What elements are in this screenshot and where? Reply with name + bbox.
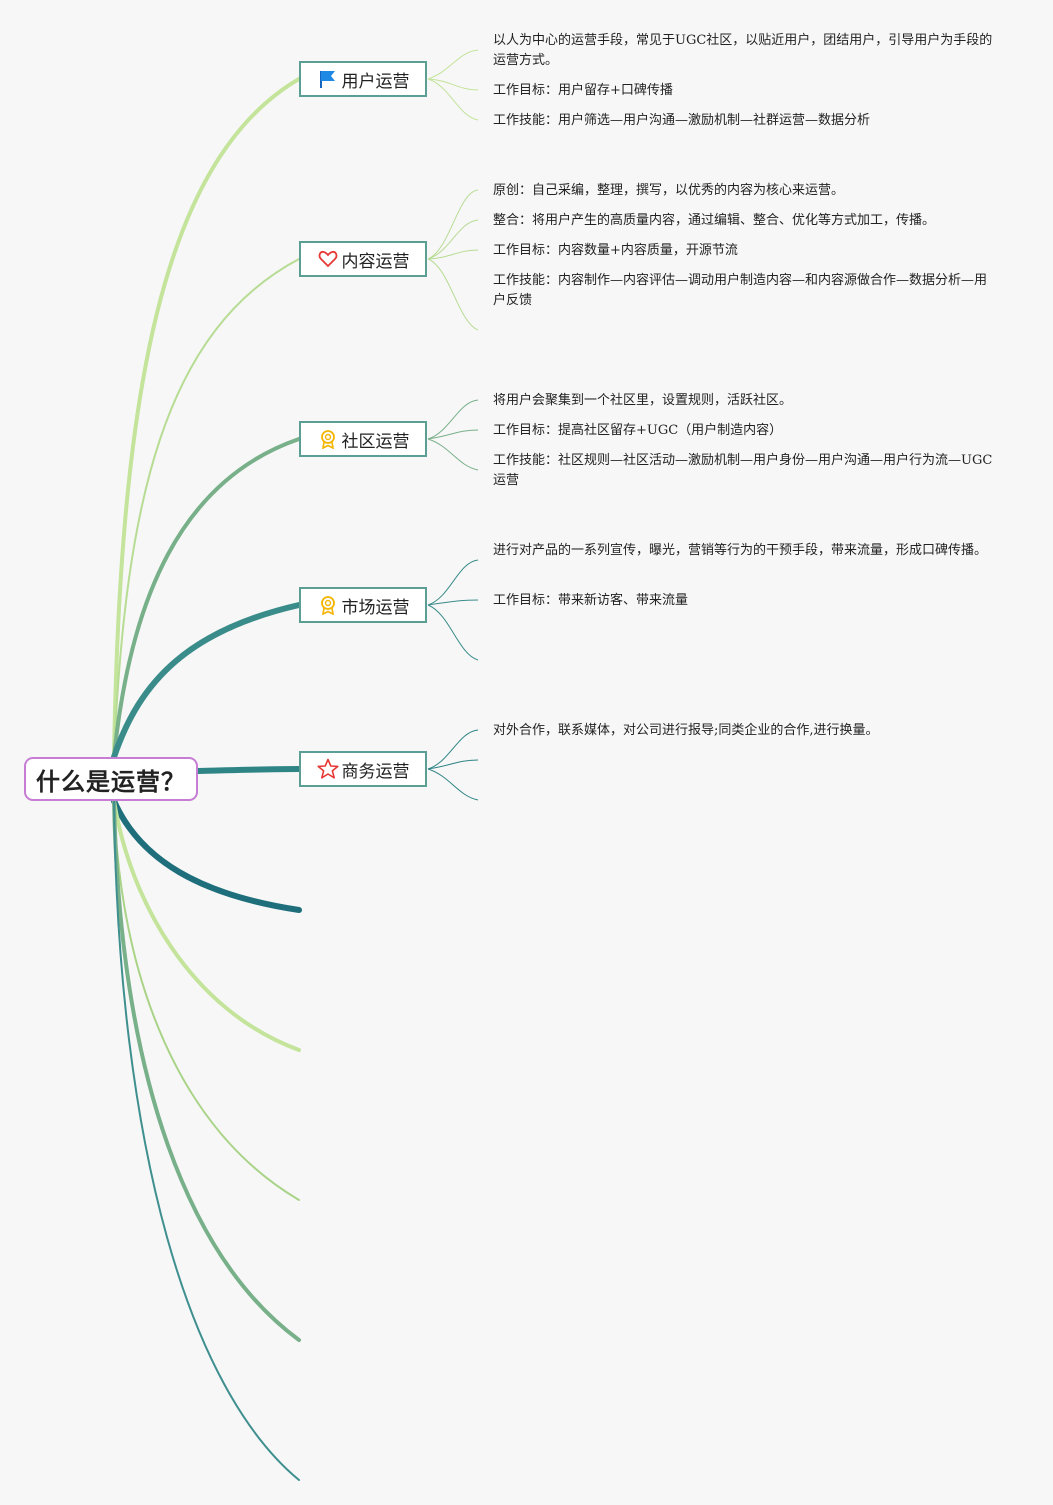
leaf-item: 将用户会聚集到一个社区里，设置规则，活跃社区。 xyxy=(493,393,793,408)
branch-label: 用户运营 xyxy=(341,71,410,92)
branch-connector-4 xyxy=(111,602,302,760)
leaf-fan-4 xyxy=(427,559,479,661)
root-title: 什么是运营？ xyxy=(36,767,186,796)
leaf-item: 以人为中心的运营手段，常见于UGC社区，以贴近用户，团结用户，引导用户为手段的运… xyxy=(493,33,993,68)
empty-connector-1 xyxy=(111,798,302,913)
leaf-item: 对外合作，联系媒体，对公司进行报导;同类企业的合作,进行换量。 xyxy=(493,723,879,738)
branch-market-operation[interactable]: 市场运营 xyxy=(299,587,427,623)
award-icon xyxy=(317,428,339,450)
empty-connector-2 xyxy=(112,799,301,1052)
leaf-item: 工作目标：提高社区留存+UGC（用户制造内容） xyxy=(493,423,783,438)
flag-icon xyxy=(317,68,339,90)
empty-connector-3 xyxy=(113,800,300,1201)
heart-icon xyxy=(317,248,339,270)
branch-content-operation[interactable]: 内容运营 xyxy=(299,241,427,277)
leaf-item: 整合：将用户产生的高质量内容，通过编辑、整合、优化等方式加工，传播。 xyxy=(493,213,936,228)
leaf-item: 工作技能：用户筛选—用户沟通—激励机制—社群运营—数据分析 xyxy=(493,113,871,128)
branch-connector-1 xyxy=(112,77,301,759)
branch-business-operation[interactable]: 商务运营 xyxy=(299,751,427,787)
branch-connector-5 xyxy=(195,766,302,774)
branch-label: 社区运营 xyxy=(341,431,410,452)
leaf-fan-2 xyxy=(427,189,479,331)
branch-connector-2 xyxy=(113,258,300,758)
star-icon xyxy=(316,758,339,780)
leaf-item: 工作技能：社区规则—社区活动—激励机制—用户身份—用户沟通—用户行为流—UGC运… xyxy=(493,453,993,488)
leaf-fan-1 xyxy=(427,49,479,121)
leaf-item: 原创：自己采编，整理，撰写，以优秀的内容为核心来运营。 xyxy=(493,183,845,198)
branch-label: 市场运营 xyxy=(341,597,410,618)
leaf-item: 工作目标：用户留存+口碑传播 xyxy=(493,83,673,98)
leaf-item: 工作目标：内容数量+内容质量，开源节流 xyxy=(493,243,738,258)
empty-connector-5 xyxy=(113,800,300,1481)
branch-label: 内容运营 xyxy=(341,251,410,272)
leaf-item: 工作技能：内容制作—内容评估—调动用户制造内容—和内容源做合作—数据分析—用户反… xyxy=(493,273,988,308)
branch-label: 商务运营 xyxy=(341,761,410,782)
root-topic[interactable]: 什么是运营？ xyxy=(24,757,198,801)
empty-connector-4 xyxy=(112,799,301,1342)
branch-community-operation[interactable]: 社区运营 xyxy=(299,421,427,457)
branch-user-operation[interactable]: 用户运营 xyxy=(299,61,427,97)
branch-connector-3 xyxy=(112,437,301,759)
leaf-fan-5 xyxy=(427,729,479,801)
award-icon xyxy=(317,594,339,616)
leaf-item: 工作目标：带来新访客、带来流量 xyxy=(493,593,689,608)
leaf-fan-3 xyxy=(427,399,479,471)
leaf-item: 进行对产品的一系列宣传，曝光，营销等行为的干预手段，带来流量，形成口碑传播。 xyxy=(493,543,988,558)
